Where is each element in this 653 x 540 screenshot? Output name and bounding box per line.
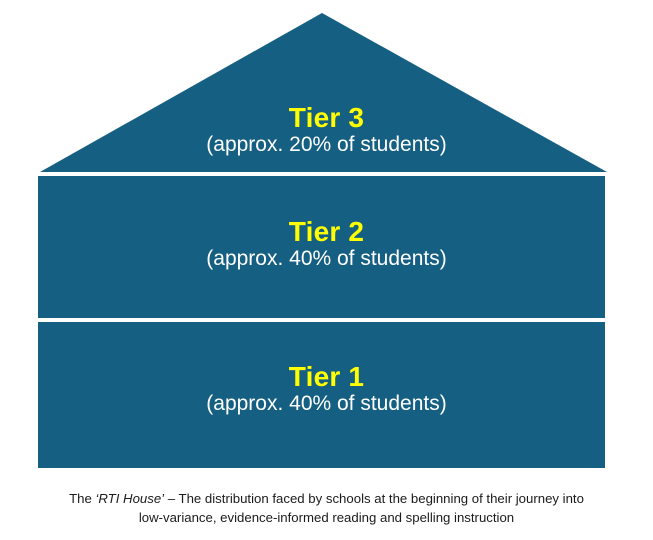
tier-3-roof-shape: [40, 13, 607, 172]
tier-1-band-shape: [38, 322, 605, 468]
rti-house-diagram: Tier 3 (approx. 20% of students) Tier 2 …: [38, 13, 607, 468]
caption-line-2: low-variance, evidence-informed reading …: [138, 510, 515, 525]
caption-suffix: – The distribution faced by schools at t…: [164, 491, 584, 506]
caption-prefix: The: [69, 491, 96, 506]
tier-2-band-shape: [38, 176, 605, 318]
diagram-caption: The ‘RTI House’ – The distribution faced…: [0, 489, 653, 527]
caption-emphasis: ‘RTI House’: [95, 491, 165, 506]
caption-line-1: The ‘RTI House’ – The distribution faced…: [0, 489, 653, 508]
house-shapes: [38, 13, 607, 468]
